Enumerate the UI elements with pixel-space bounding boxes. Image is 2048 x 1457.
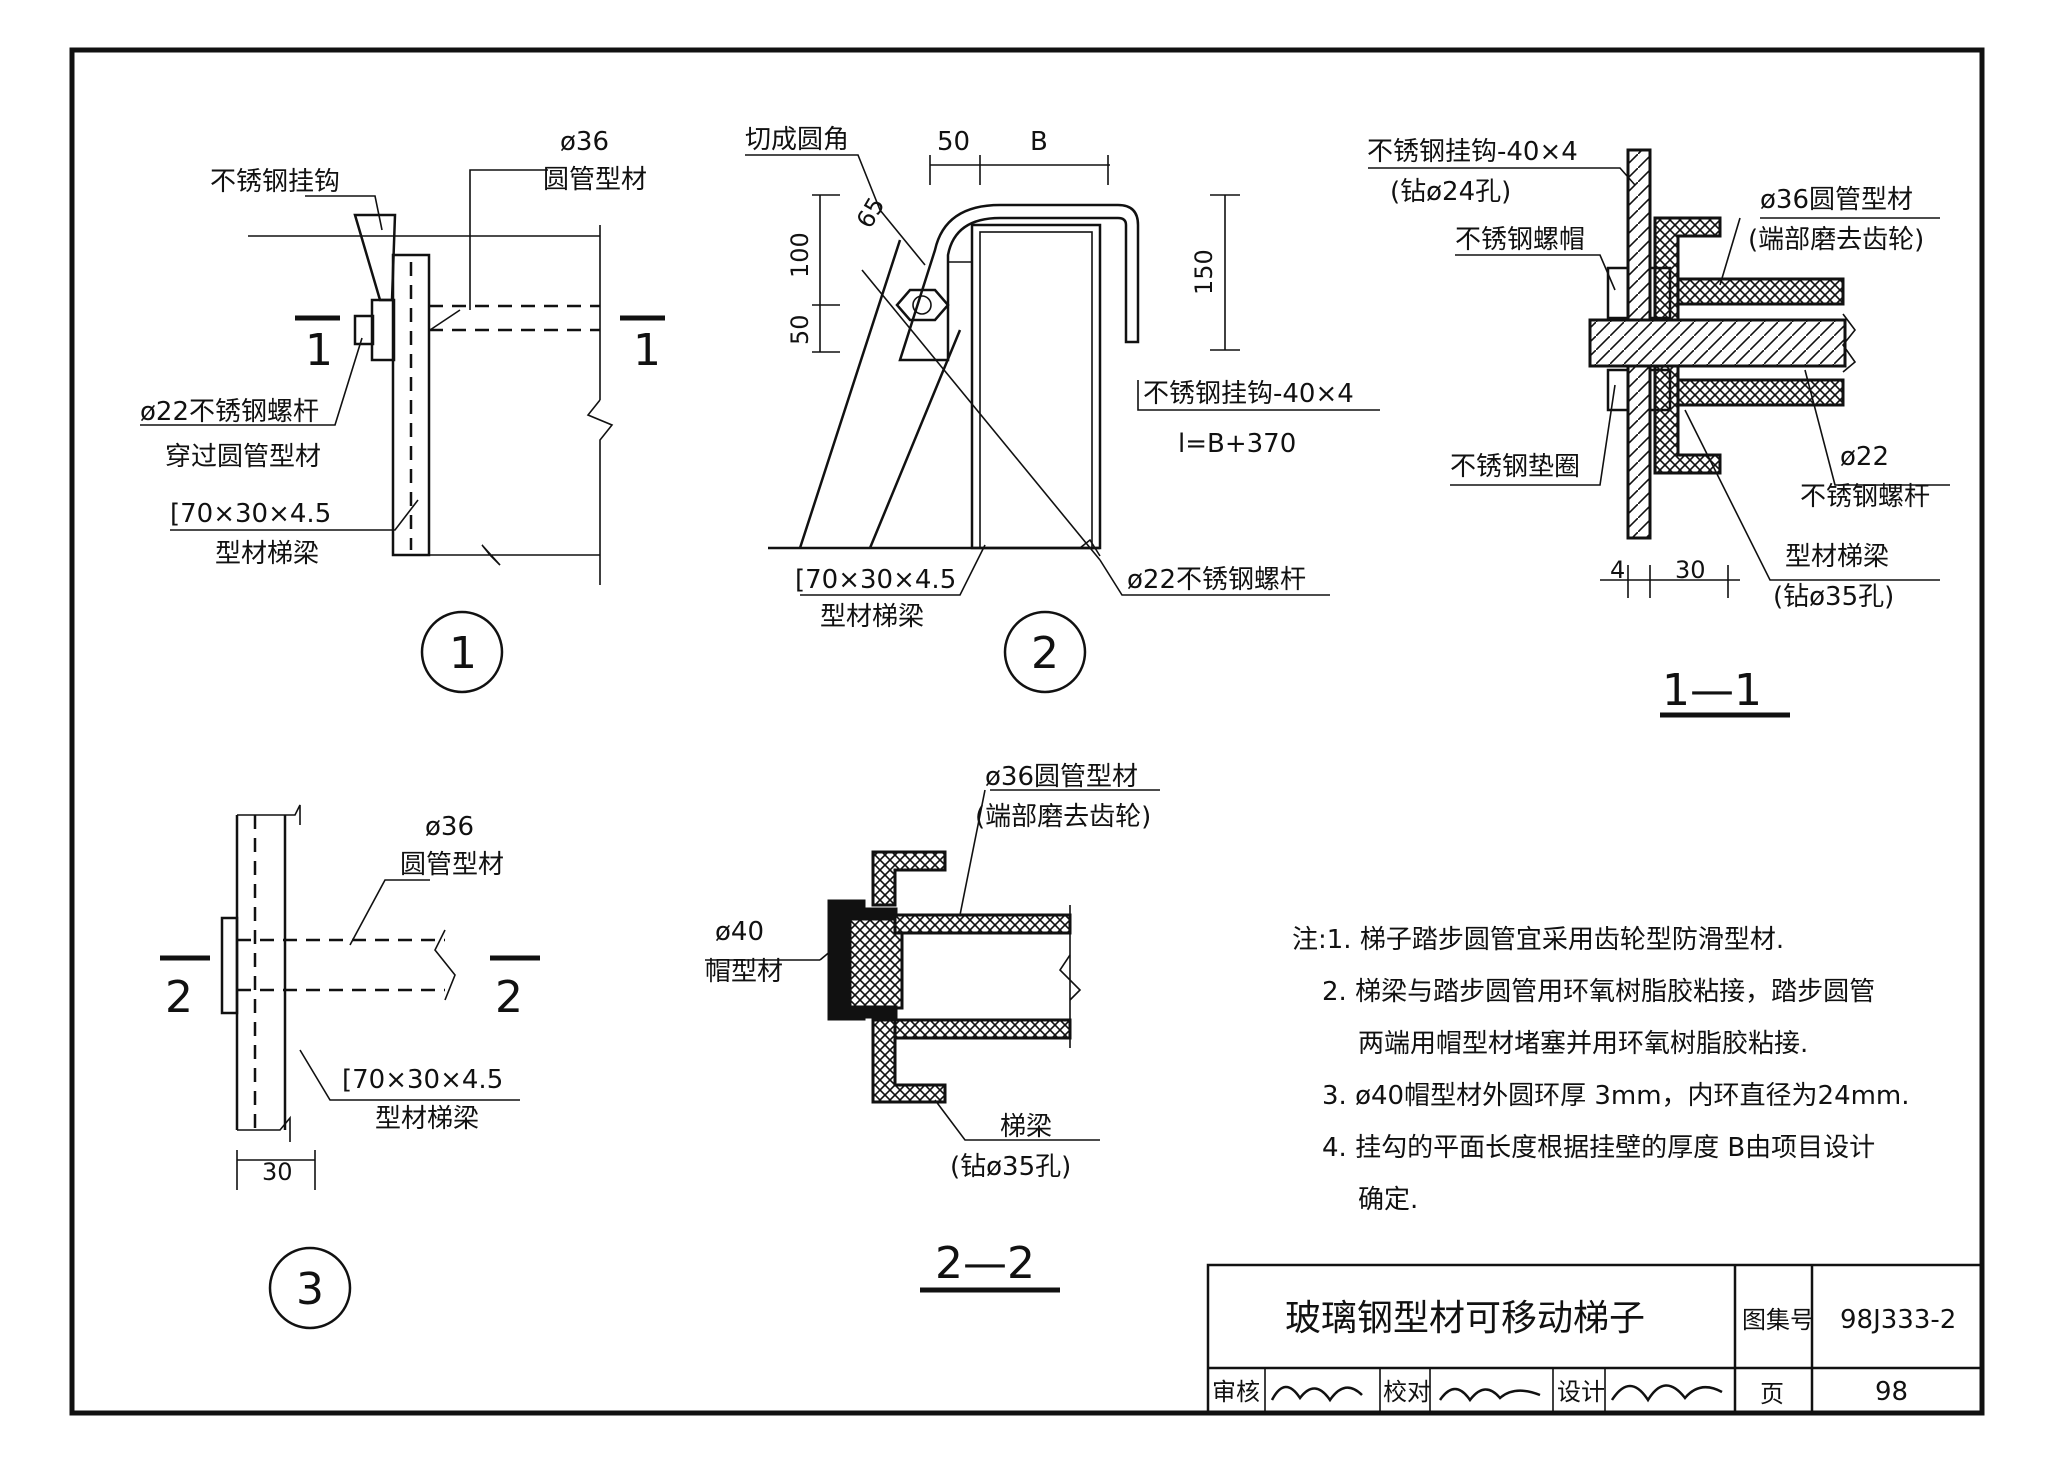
d2-hook-label: 不锈钢挂钩-40×4 — [1143, 379, 1354, 409]
s11-hook-drill: (钻ø24孔) — [1390, 177, 1511, 207]
s22-pipe-label: ø36圆管型材 — [985, 762, 1138, 792]
d3-pipe-label: 圆管型材 — [400, 850, 504, 880]
s22-beam-label: 梯梁 — [1000, 1112, 1052, 1142]
atlas-number: 98J333-2 — [1840, 1305, 1956, 1335]
drawing-title: 玻璃钢型材可移动梯子 — [1285, 1298, 1645, 1339]
s11-bolt-label: 不锈钢螺杆 — [1800, 482, 1930, 512]
d3-dim-30: 30 — [262, 1158, 293, 1186]
s22-beam-drill: (钻ø35孔) — [950, 1152, 1071, 1182]
review-label: 审核 — [1212, 1378, 1260, 1406]
d2-dim-100: 100 — [786, 232, 814, 278]
design-signature — [1610, 1384, 1723, 1403]
check-signature — [1438, 1387, 1541, 1403]
s11-pipe-label: ø36圆管型材 — [1760, 185, 1913, 215]
d2-dim-b: B — [1030, 127, 1048, 157]
d3-cut-right: 2 — [495, 972, 523, 1023]
d2-beam-size: [70×30×4.5 — [795, 565, 956, 595]
d3-cut-left: 2 — [165, 972, 193, 1023]
atlas-label: 图集号 — [1742, 1306, 1814, 1334]
d2-dim-65: 65 — [851, 193, 891, 233]
note-line-5: 4. 挂勾的平面长度根据挂壁的厚度 B由项目设计 — [1322, 1133, 1875, 1163]
d1-bolt-label: ø22不锈钢螺杆 — [140, 397, 319, 427]
d2-dim-150: 150 — [1190, 249, 1218, 295]
s11-washer-label: 不锈钢垫圈 — [1450, 452, 1580, 482]
d3-index: 3 — [296, 1264, 324, 1315]
check-label: 校对 — [1383, 1378, 1431, 1406]
d1-pipe-label: 圆管型材 — [543, 165, 647, 195]
note-line-3: 两端用帽型材堵塞并用环氧树脂胶粘接. — [1358, 1029, 1808, 1059]
d2-dim-50b: 50 — [786, 314, 814, 345]
section-2-2 — [705, 789, 1160, 1293]
d1-pipe-dia: ø36 — [560, 127, 609, 157]
d3-beam-size: [70×30×4.5 — [342, 1065, 503, 1095]
page-label: 页 — [1760, 1380, 1784, 1408]
s11-dim-4: 4 — [1610, 556, 1625, 584]
s11-beam-drill: (钻ø35孔) — [1773, 582, 1894, 612]
d2-bolt-label: ø22不锈钢螺杆 — [1127, 565, 1306, 595]
d3-pipe-dia: ø36 — [425, 812, 474, 842]
detail-2 — [745, 154, 1380, 694]
d2-round-corner: 切成圆角 — [745, 125, 849, 155]
d1-hook-label: 不锈钢挂钩 — [210, 167, 340, 197]
s11-hook-label: 不锈钢挂钩-40×4 — [1367, 137, 1578, 167]
section-1-1 — [1368, 148, 1950, 718]
design-label: 设计 — [1557, 1378, 1605, 1406]
d2-dim-50: 50 — [937, 127, 970, 157]
d2-beam-label: 型材梯梁 — [820, 602, 924, 632]
note-line-4: 3. ø40帽型材外圆环厚 3mm，内环直径为24mm. — [1322, 1081, 1910, 1111]
detail-1 — [140, 169, 665, 694]
s11-pipe-note: (端部磨去齿轮) — [1748, 225, 1924, 255]
d1-bolt-note: 穿过圆管型材 — [165, 442, 321, 472]
s22-pipe-note: (端部磨去齿轮) — [975, 802, 1151, 832]
d1-cut-right: 1 — [633, 325, 661, 376]
note-line-6: 确定. — [1358, 1185, 1418, 1215]
note-line-2: 2. 梯梁与踏步圆管用环氧树脂胶粘接，踏步圆管 — [1322, 977, 1875, 1007]
note-line-1: 注:1. 梯子踏步圆管宜采用齿轮型防滑型材. — [1292, 925, 1784, 955]
detail-3 — [160, 804, 540, 1330]
d1-index: 1 — [449, 628, 477, 679]
s11-beam-label: 型材梯梁 — [1785, 542, 1889, 572]
s22-title: 2—2 — [935, 1238, 1035, 1289]
review-signature — [1270, 1385, 1363, 1403]
d1-beam-label: 型材梯梁 — [215, 539, 319, 569]
d3-beam-label: 型材梯梁 — [375, 1104, 479, 1134]
d2-index: 2 — [1031, 628, 1059, 679]
s22-cap-dia: ø40 — [715, 917, 764, 947]
d1-cut-left: 1 — [305, 325, 333, 376]
s11-bolt-dia: ø22 — [1840, 442, 1889, 472]
s11-nut-label: 不锈钢螺帽 — [1455, 225, 1585, 255]
title-block — [1206, 1263, 1984, 1415]
page-number: 98 — [1875, 1377, 1908, 1407]
s22-cap-label: 帽型材 — [705, 957, 783, 987]
s11-title: 1—1 — [1662, 665, 1762, 716]
s11-dim-30: 30 — [1675, 556, 1706, 584]
sheet-border — [69, 47, 1985, 1416]
d2-hook-length: l=B+370 — [1178, 429, 1296, 459]
d1-beam-size: [70×30×4.5 — [170, 499, 331, 529]
